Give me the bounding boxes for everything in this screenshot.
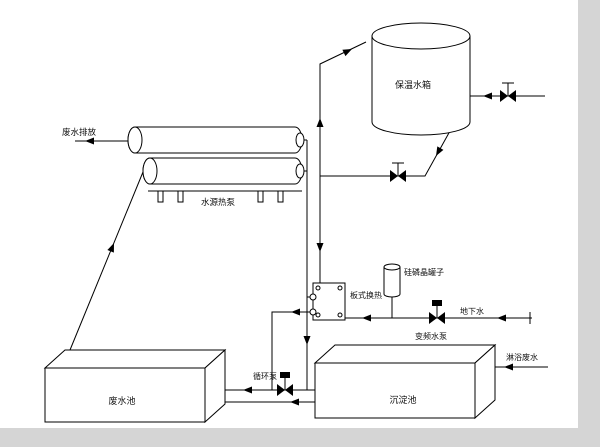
- silicon-tank-top: [383, 263, 401, 271]
- flow-arrow: [316, 118, 324, 127]
- label-sedimentation-pool: 沉淀池: [389, 394, 416, 405]
- flow-arrow: [85, 137, 94, 145]
- pipe-tank-outlet: [320, 130, 451, 177]
- phe-bolt: [315, 285, 321, 291]
- labels: 保温水箱 废水排放 水源热泵 板式换热 硅磷晶罐子 地下水 变频水泵 循环泵 废…: [62, 79, 538, 406]
- flow-arrow: [316, 243, 324, 252]
- flow-arrow: [303, 336, 311, 345]
- flow-arrow: [504, 363, 513, 371]
- valve-wedge: [398, 170, 406, 182]
- phe-bolt: [315, 312, 321, 318]
- label-circulation-pump: 循环泵: [253, 371, 277, 381]
- page-margin-bottom: [0, 428, 600, 447]
- flow-arrow: [342, 49, 352, 57]
- valve-wedge: [508, 90, 516, 102]
- tank-top: [371, 22, 471, 50]
- waste-pool-top: [43, 349, 227, 369]
- pump-motor: [432, 300, 442, 306]
- page-margin-right: [578, 0, 600, 447]
- label-shower-waste: 淋浴废水: [506, 352, 538, 362]
- waste-pool: [43, 348, 227, 424]
- plate-heat-exchanger: [309, 282, 346, 321]
- valve-tank-fill: [500, 82, 516, 102]
- cylinder-b-cap: [142, 157, 158, 185]
- pipe-waste-lift: [69, 171, 144, 351]
- phe-port: [309, 308, 317, 316]
- pipe-tank-riser: [319, 41, 367, 283]
- flow-arrow: [291, 308, 300, 316]
- stand-leg: [157, 190, 164, 203]
- flow-arrow: [107, 243, 114, 253]
- stand-leg: [177, 190, 184, 203]
- valve-stem: [502, 82, 514, 96]
- valve-tank-outlet: [390, 162, 406, 182]
- phe-bolt: [337, 285, 343, 291]
- label-plate-heat-exchanger: 板式换热: [350, 290, 382, 300]
- label-vfd-pump: 变频水泵: [415, 331, 447, 341]
- phe-bolt: [337, 312, 343, 318]
- pump-motor: [280, 372, 290, 378]
- circulation-pump-symbol: [277, 372, 293, 396]
- flow-arrow: [243, 386, 252, 394]
- valve-stem: [392, 162, 404, 176]
- label-silicon-tank: 硅磷晶罐子: [404, 267, 444, 277]
- valve-wedge: [500, 90, 508, 102]
- pipe-heatpump-riser: [302, 139, 313, 390]
- silicon-crystal-tank: [383, 263, 401, 298]
- label-waste-pool: 废水池: [108, 395, 135, 406]
- vfd-pump-symbol: [429, 300, 445, 324]
- pump-wedge: [429, 312, 437, 324]
- label-water-source-heat-pump: 水源热泵: [201, 197, 236, 207]
- waste-pool-front: [44, 367, 206, 423]
- sedimentation-pool-front: [314, 362, 476, 419]
- pump-wedge: [285, 384, 293, 396]
- flow-arrow: [290, 398, 299, 406]
- valve-wedge: [390, 170, 398, 182]
- cylinder-b-fitting: [295, 163, 305, 179]
- pump-wedge: [437, 312, 445, 324]
- flow-arrow: [483, 92, 492, 100]
- sedimentation-pool-top: [313, 344, 497, 364]
- insulated-tank: [371, 22, 471, 136]
- flow-arrow: [436, 146, 444, 156]
- label-waste-discharge: 废水排放: [62, 127, 97, 137]
- tank-body: [371, 36, 471, 136]
- pump-wedge: [277, 384, 285, 396]
- heat-pump-cylinder-b: [142, 157, 303, 185]
- water-source-heat-pump: [127, 126, 305, 203]
- flow-arrow: [497, 314, 506, 322]
- flow-arrow: [362, 314, 371, 322]
- cylinder-a-cap: [127, 126, 143, 154]
- stand-leg: [277, 190, 284, 203]
- cylinder-a-fitting: [295, 132, 305, 148]
- label-insulated-tank: 保温水箱: [395, 79, 431, 90]
- silicon-tank-body: [383, 267, 401, 298]
- sedimentation-pool: [313, 343, 497, 420]
- flow-arrows: [85, 49, 513, 406]
- stand-leg: [257, 190, 264, 203]
- phe-port: [309, 293, 317, 301]
- heat-pump-cylinder-a: [127, 126, 303, 154]
- label-groundwater: 地下水: [460, 306, 484, 316]
